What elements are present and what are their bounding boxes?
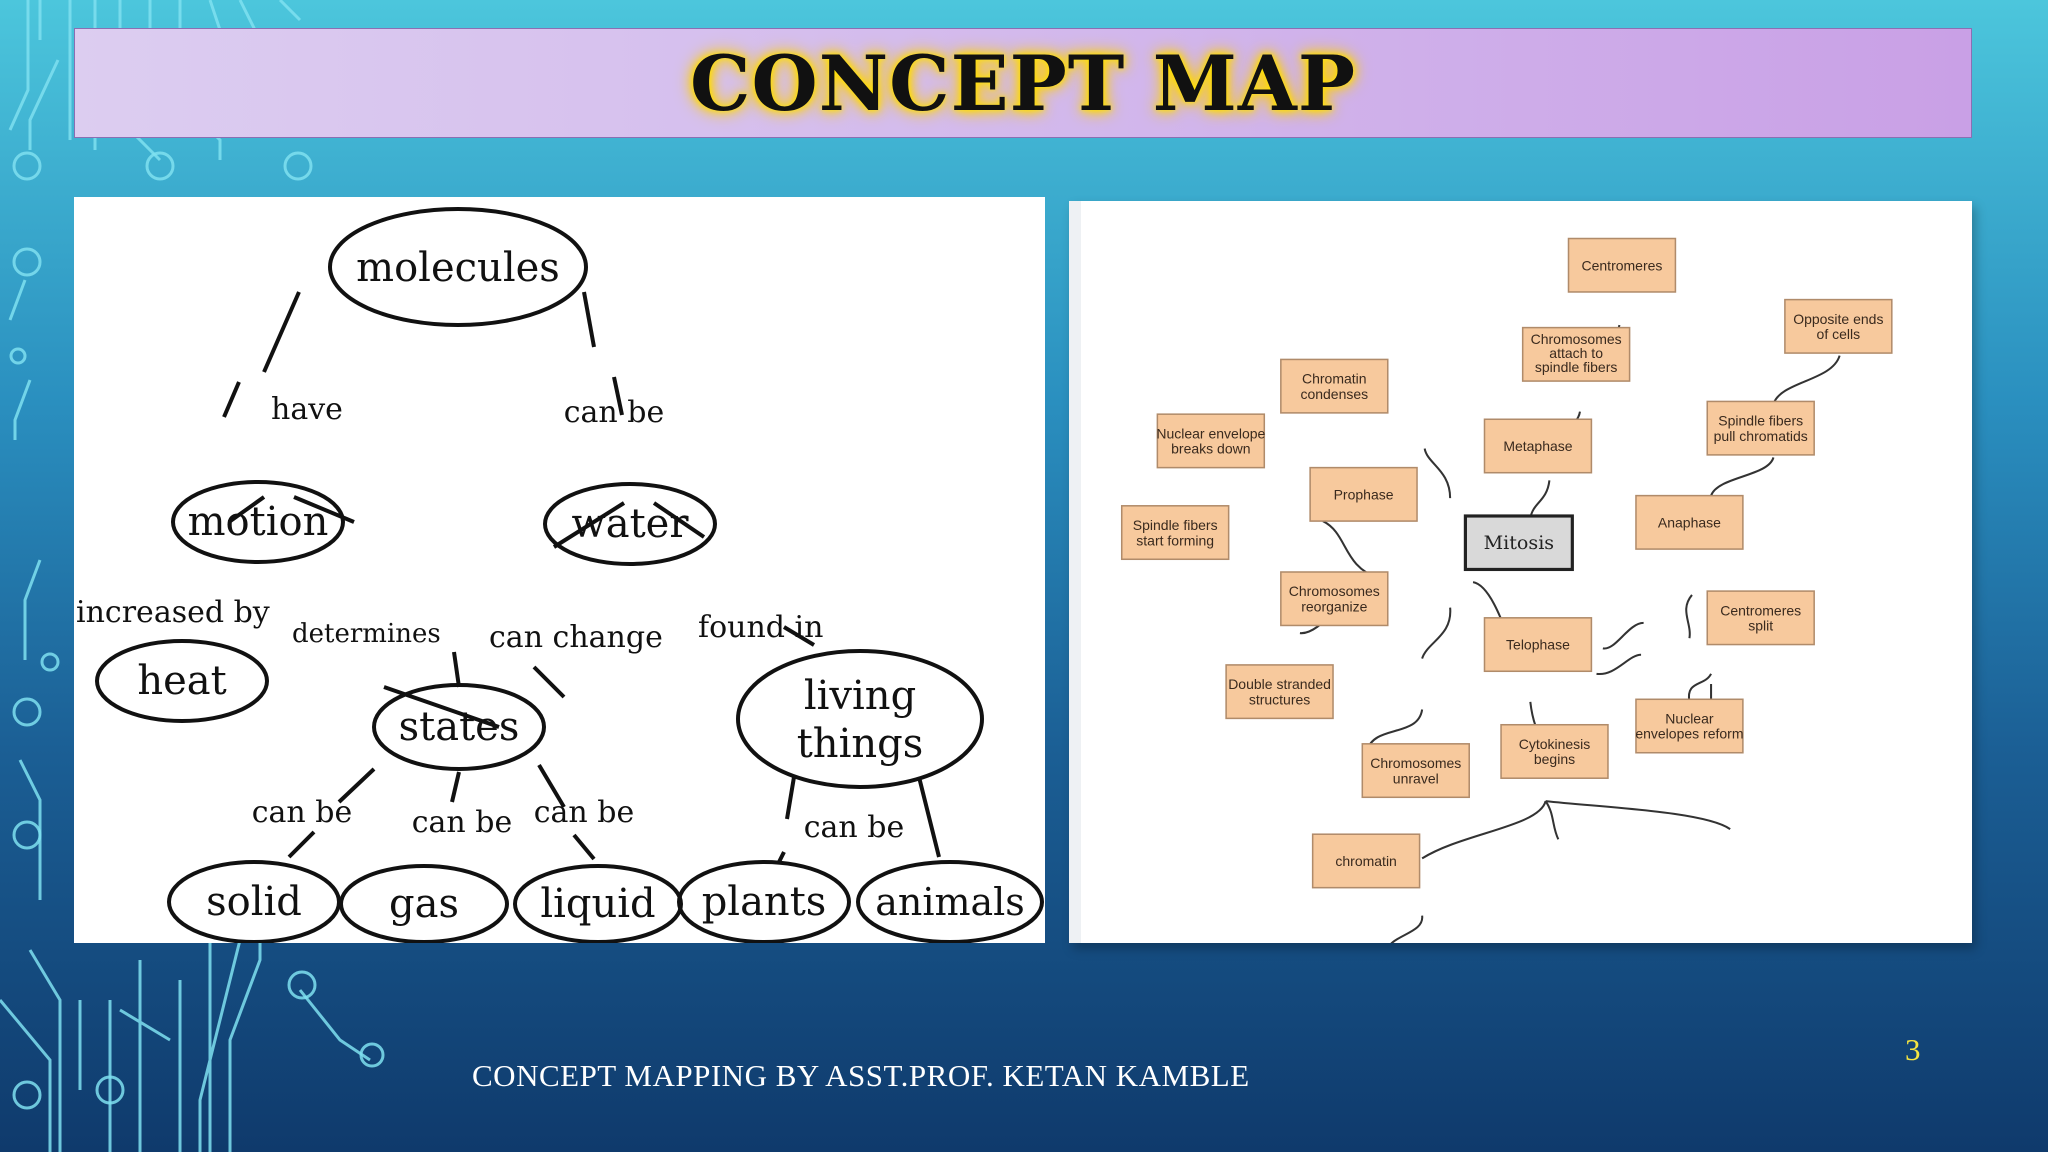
svg-text:attach to: attach to [1549,345,1603,361]
node-solid: solid [206,879,302,925]
svg-text:Nuclear: Nuclear [1665,710,1714,726]
node-heat: heat [137,658,226,704]
box-nuclear-envelope-breaks: Nuclear envelope breaks down [1156,413,1266,469]
svg-text:reorganize: reorganize [1301,598,1367,614]
box-double-stranded: Double stranded structures [1225,664,1334,720]
svg-text:chromatin: chromatin [1335,853,1396,869]
molecules-concept-map: molecules have can be motion water incre… [74,197,1045,944]
link-increased-by: increased by [76,595,270,630]
link-found-in: found in [698,610,823,645]
box-opposite-ends: Opposite ends of cells [1784,298,1893,354]
box-chromatin-condenses: Chromatin condenses [1280,358,1389,414]
svg-text:breaks down: breaks down [1171,441,1250,457]
box-chromosomes-unravel: Chromosomes unravel [1361,743,1470,799]
svg-text:Centromeres: Centromeres [1582,257,1663,273]
page-number: 3 [1905,1032,1921,1067]
svg-text:of cells: of cells [1817,326,1861,342]
link-determines: determines [292,619,441,649]
box-chromosomes-attach: Chromosomes attach to spindle fibers [1521,326,1631,382]
node-plants: plants [702,879,827,925]
link-can-be-liquid: can be [534,795,635,830]
link-can-change: can change [489,620,663,655]
svg-text:pull chromatids: pull chromatids [1714,428,1808,444]
box-mitosis: Mitosis [1463,514,1574,572]
svg-text:Chromosomes: Chromosomes [1531,331,1622,347]
svg-text:Opposite ends: Opposite ends [1793,311,1883,327]
link-can-be-gas: can be [412,805,513,840]
box-metaphase: Metaphase [1483,418,1593,474]
node-gas: gas [389,881,459,927]
svg-text:Nuclear envelope: Nuclear envelope [1156,425,1265,441]
node-molecules: molecules [356,245,560,291]
svg-text:condenses: condenses [1300,386,1368,402]
mitosis-concept-map: Centromeres Chromosomes attach to spindl… [1069,201,1972,955]
box-anaphase: Anaphase [1635,494,1744,550]
svg-text:Mitosis: Mitosis [1484,531,1554,554]
svg-text:Telophase: Telophase [1506,637,1570,653]
node-animals: animals [875,880,1025,924]
slide-title: CONCEPT MAP [690,38,1356,128]
svg-text:Prophase: Prophase [1334,486,1394,502]
svg-text:split: split [1748,618,1773,634]
box-spindle-start: Spindle fibers start forming [1120,505,1230,561]
box-chromosomes-reorganize: Chromosomes reorganize [1280,571,1389,627]
box-centromeres: Centromeres [1567,237,1677,293]
svg-text:Metaphase: Metaphase [1503,438,1572,454]
svg-text:Centromeres: Centromeres [1720,602,1801,618]
svg-text:spindle fibers: spindle fibers [1535,359,1618,375]
node-liquid: liquid [540,881,655,927]
svg-text:Chromosomes: Chromosomes [1289,583,1380,599]
link-can-be: can be [564,395,665,430]
box-spindle-pull: Spindle fibers pull chromatids [1706,400,1815,456]
node-motion: motion [188,499,329,545]
svg-text:start forming: start forming [1136,532,1214,548]
svg-text:envelopes reform: envelopes reform [1635,726,1743,742]
link-can-be-living: can be [804,810,905,845]
box-cytokinesis: Cytokinesis begins [1500,723,1609,779]
node-water: water [572,501,690,547]
node-states: states [399,704,520,750]
svg-text:unravel: unravel [1393,770,1439,786]
box-telophase: Telophase [1483,617,1593,673]
svg-text:Cytokinesis: Cytokinesis [1519,736,1591,752]
box-nuclear-reform: Nuclear envelopes reform [1635,698,1744,754]
svg-text:Spindle fibers: Spindle fibers [1718,413,1803,429]
svg-text:begins: begins [1534,751,1575,767]
link-have: have [271,392,343,427]
svg-text:Double stranded: Double stranded [1228,676,1331,692]
svg-text:Spindle fibers: Spindle fibers [1133,517,1218,533]
title-bar: CONCEPT MAP [74,28,1972,138]
svg-text:structures: structures [1249,691,1310,707]
svg-text:Anaphase: Anaphase [1658,514,1721,530]
box-centromeres-split: Centromeres split [1706,590,1815,646]
footer-credit: CONCEPT MAPPING BY ASST.PROF. KETAN KAMB… [472,1058,1250,1093]
box-prophase: Prophase [1309,466,1418,522]
svg-text:Chromatin: Chromatin [1302,371,1367,387]
svg-text:Chromosomes: Chromosomes [1370,755,1461,771]
node-things: things [797,721,924,767]
box-chromatin: chromatin [1311,833,1421,889]
link-can-be-solid: can be [252,795,353,830]
node-living: living [804,673,916,719]
